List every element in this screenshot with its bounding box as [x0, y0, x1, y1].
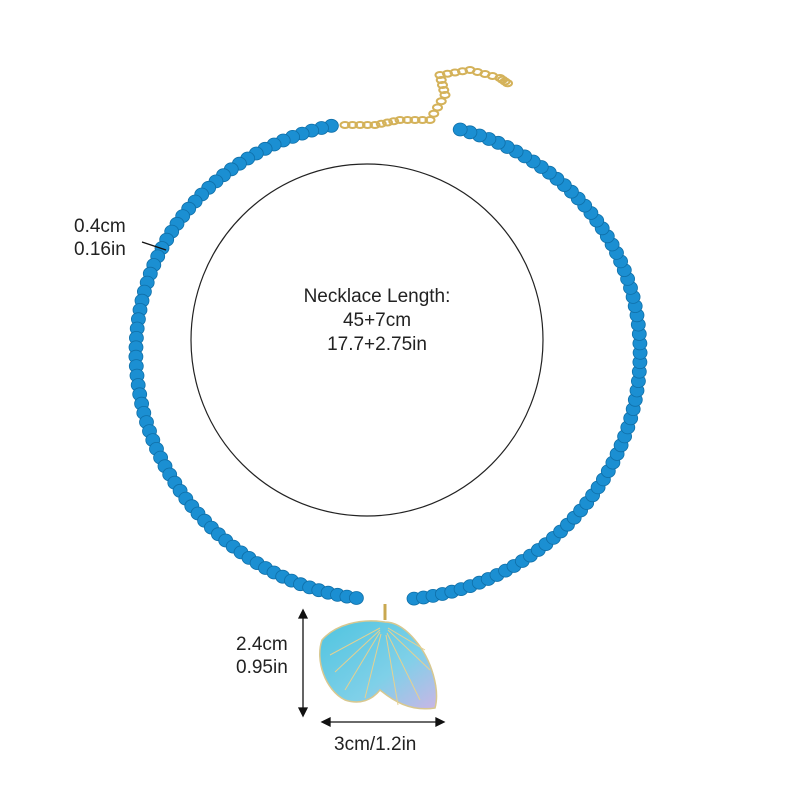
chain-link [409, 116, 421, 124]
chain-link [428, 109, 440, 118]
chain-link [417, 116, 428, 124]
chain-link [402, 116, 413, 124]
chain-link [424, 116, 436, 124]
chain-link [347, 121, 358, 129]
bead [348, 591, 364, 605]
length-cm: 45+7cm [342, 310, 412, 331]
chain-link [339, 121, 351, 129]
length-circle [190, 163, 544, 517]
dimension-arrows [141, 241, 446, 728]
chain-link [382, 118, 393, 127]
chain-link [502, 79, 513, 88]
chain-link [369, 121, 381, 129]
chain-link [362, 121, 373, 129]
chain-link [394, 116, 406, 124]
chain-link [499, 77, 511, 86]
bead [452, 122, 468, 137]
length-label: Necklace Length: [303, 286, 451, 307]
bead-strand [128, 118, 648, 606]
extender-chain [339, 66, 513, 129]
bead-size-cm: 0.4cm [74, 216, 126, 237]
pendant-height-in: 0.95in [236, 657, 288, 678]
chain-link [388, 117, 400, 126]
chain-link [354, 121, 366, 129]
pendant-height-cm: 2.4cm [236, 634, 288, 655]
bead-size-in: 0.16in [74, 239, 126, 260]
chain-link [435, 97, 447, 106]
mermaid-tail-pendant [319, 604, 438, 710]
pendant-width: 3cm/1.2in [334, 734, 417, 755]
chain-link [432, 103, 443, 112]
length-in: 17.7+2.75in [327, 334, 427, 355]
chain-link [375, 119, 387, 128]
